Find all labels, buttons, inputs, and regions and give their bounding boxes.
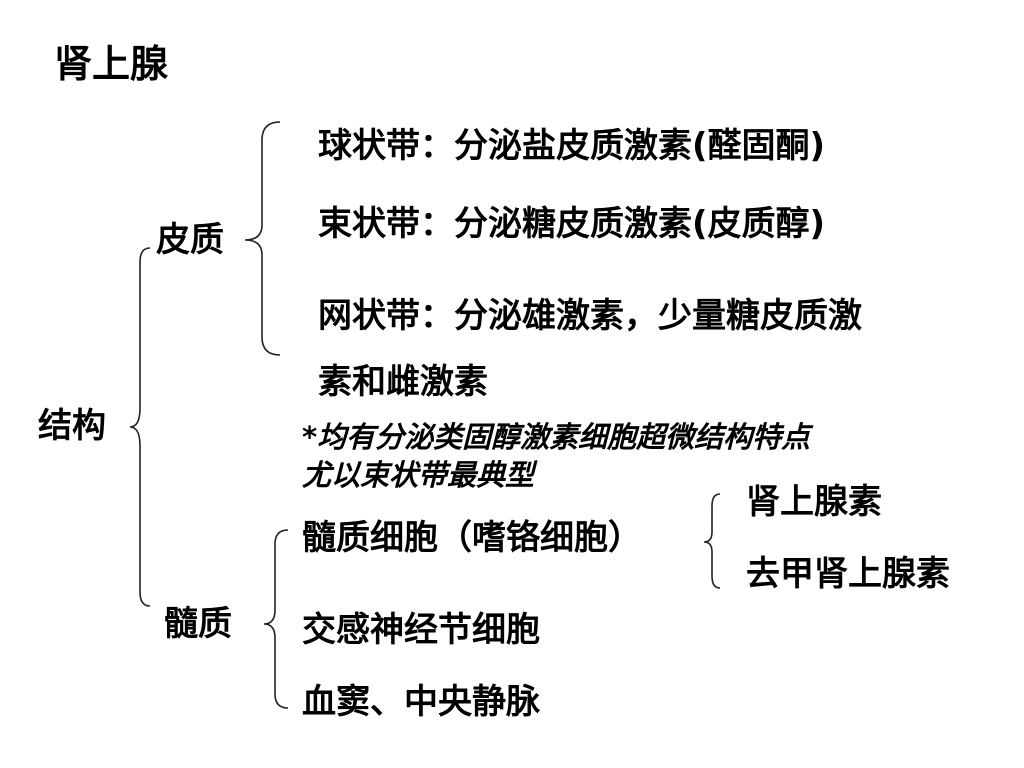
medulla-brace [263, 529, 289, 709]
sinusoids-central-vein: 血窦、中央静脉 [302, 682, 540, 722]
cortex-brace [244, 121, 281, 356]
cortex-label: 皮质 [156, 220, 224, 260]
zona-reticularis: 网状带：分泌雄激素，少量糖皮质激 [318, 296, 862, 336]
hormone-epinephrine: 肾上腺素 [746, 482, 882, 522]
structure-label: 结构 [38, 406, 106, 446]
medulla-label: 髓质 [164, 604, 232, 644]
zona-fasciculata: 束状带：分泌糖皮质激素(皮质醇) [318, 204, 826, 244]
chromaffin-cells: 髓质细胞（嗜铬细胞） [302, 518, 642, 558]
cortex-note-line2: 尤以束状带最典型 [302, 458, 535, 492]
zona-glomerulosa: 球状带：分泌盐皮质激素(醛固酮) [318, 126, 826, 166]
sympathetic-ganglion-cells: 交感神经节细胞 [302, 610, 540, 650]
hormone-brace [703, 493, 721, 589]
structure-brace [129, 247, 151, 607]
hormone-norepinephrine: 去甲肾上腺素 [746, 554, 950, 594]
cortex-note-line1: *均有分泌类固醇激素细胞超微结构特点 [302, 420, 811, 454]
zona-reticularis-continued: 素和雌激素 [318, 362, 488, 402]
page-title: 肾上腺 [54, 42, 169, 86]
